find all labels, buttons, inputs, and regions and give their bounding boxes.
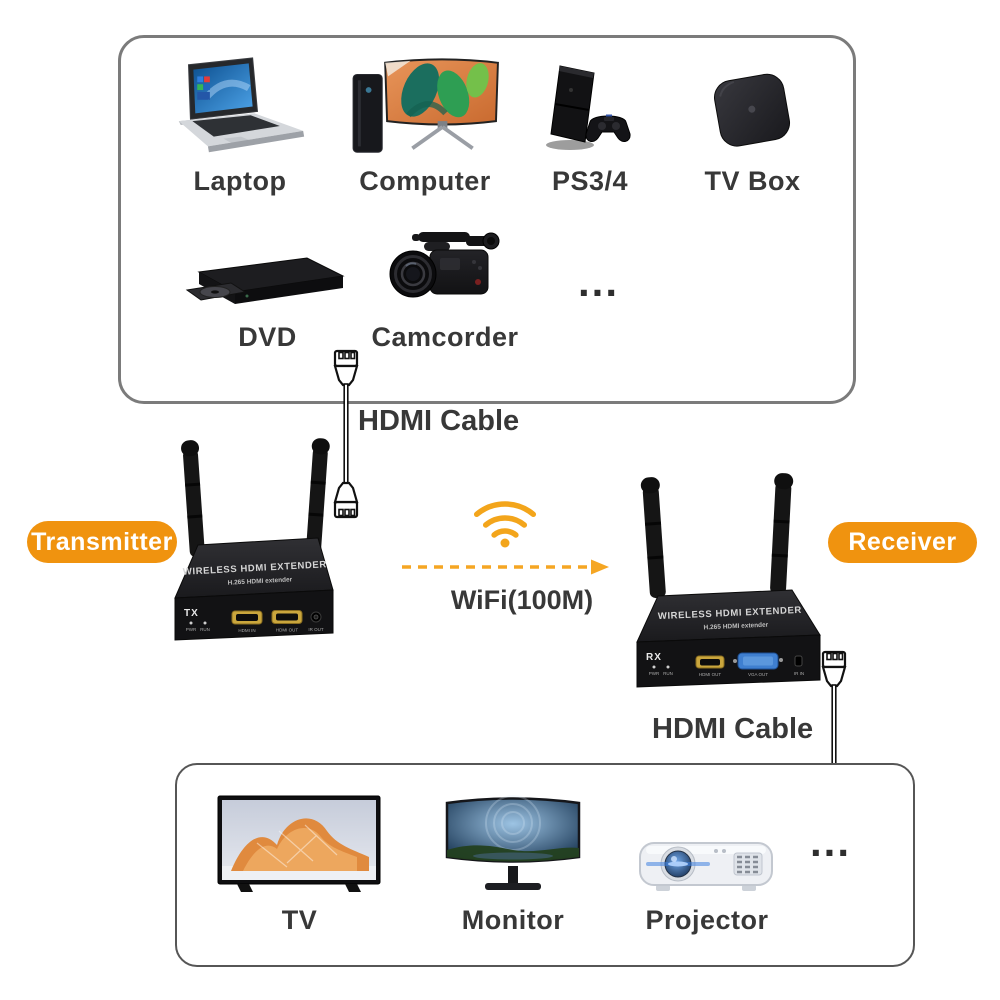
monitor-label: Monitor [461,905,565,935]
tv-label: TV [281,905,318,935]
rx-antenna-left [640,477,666,599]
camcorder-label: Camcorder [371,322,519,352]
tx-antenna-right [306,438,330,554]
transmitter-badge: Transmitter [27,521,177,563]
projector-label: Projector [645,905,769,935]
source-ellipsis: ... [578,258,620,305]
rx-panel-id: RX [646,652,662,663]
hdmi-cable-bottom-label: HDMI Cable [652,713,814,745]
projector-icon [639,842,773,891]
wifi-dashed-arrow [402,559,609,575]
tx-led2-label: RUN [200,627,210,632]
computer-label: Computer [359,166,491,196]
wifi-icon [473,501,537,548]
laptop-icon [178,57,305,153]
tx-top-line2: H.265 HDMI extender [227,576,292,586]
computer-figure: Computer [340,55,510,197]
tx-led1-label: PWR [186,627,197,632]
camcorder-figure: Camcorder [371,222,518,353]
computer-icon [352,58,499,153]
rx-port3-label: IR IN [794,671,804,676]
laptop-label: Laptop [193,166,287,196]
rx-port1-label: HDMI OUT [699,672,721,677]
ps-figure: PS3/4 [530,60,650,197]
dvd-figure: DVD [180,225,355,353]
hdmi-cable-top-label: HDMI Cable [358,405,520,437]
rx-antenna-right [770,473,794,595]
tvbox-icon [713,73,790,147]
monitor-icon [445,795,581,890]
rx-led2-label: RUN [663,671,673,676]
tvbox-label: TV Box [704,166,801,196]
tvbox-figure: TV Box [695,58,810,197]
ps-label: PS3/4 [551,166,629,196]
receiver-badge: Receiver [828,522,977,563]
ps-console-icon [545,65,631,150]
rx-port2-label: VGA OUT [748,672,768,677]
dvd-player-icon [185,257,345,304]
tv-figure: TV [212,793,387,936]
rx-top-line2: H.265 HDMI extender [703,622,768,632]
dvd-label: DVD [238,322,297,352]
rx-led1-label: PWR [649,671,660,676]
tx-port2-label: HDMI OUT [276,628,298,633]
transmitter-device: WIRELESS HDMI EXTENDER H.265 HDMI extend… [174,438,334,641]
camcorder-icon [389,232,500,298]
hdmi-cable-top-icon [333,349,359,519]
tx-antenna-left [181,440,205,558]
tx-port3-label: IR OUT [308,627,324,632]
projector-figure: Projector [632,828,782,936]
tx-port1-label: HDMI IN [238,628,255,633]
receiver-device: WIRELESS HDMI EXTENDER H.265 HDMI extend… [636,473,821,688]
laptop-figure: Laptop [160,57,320,197]
tx-panel-id: TX [184,608,199,619]
wifi-label: WiFi(100M) [450,585,594,615]
monitor-figure: Monitor [438,790,588,936]
display-ellipsis: ... [810,818,852,865]
tv-icon [217,795,381,892]
